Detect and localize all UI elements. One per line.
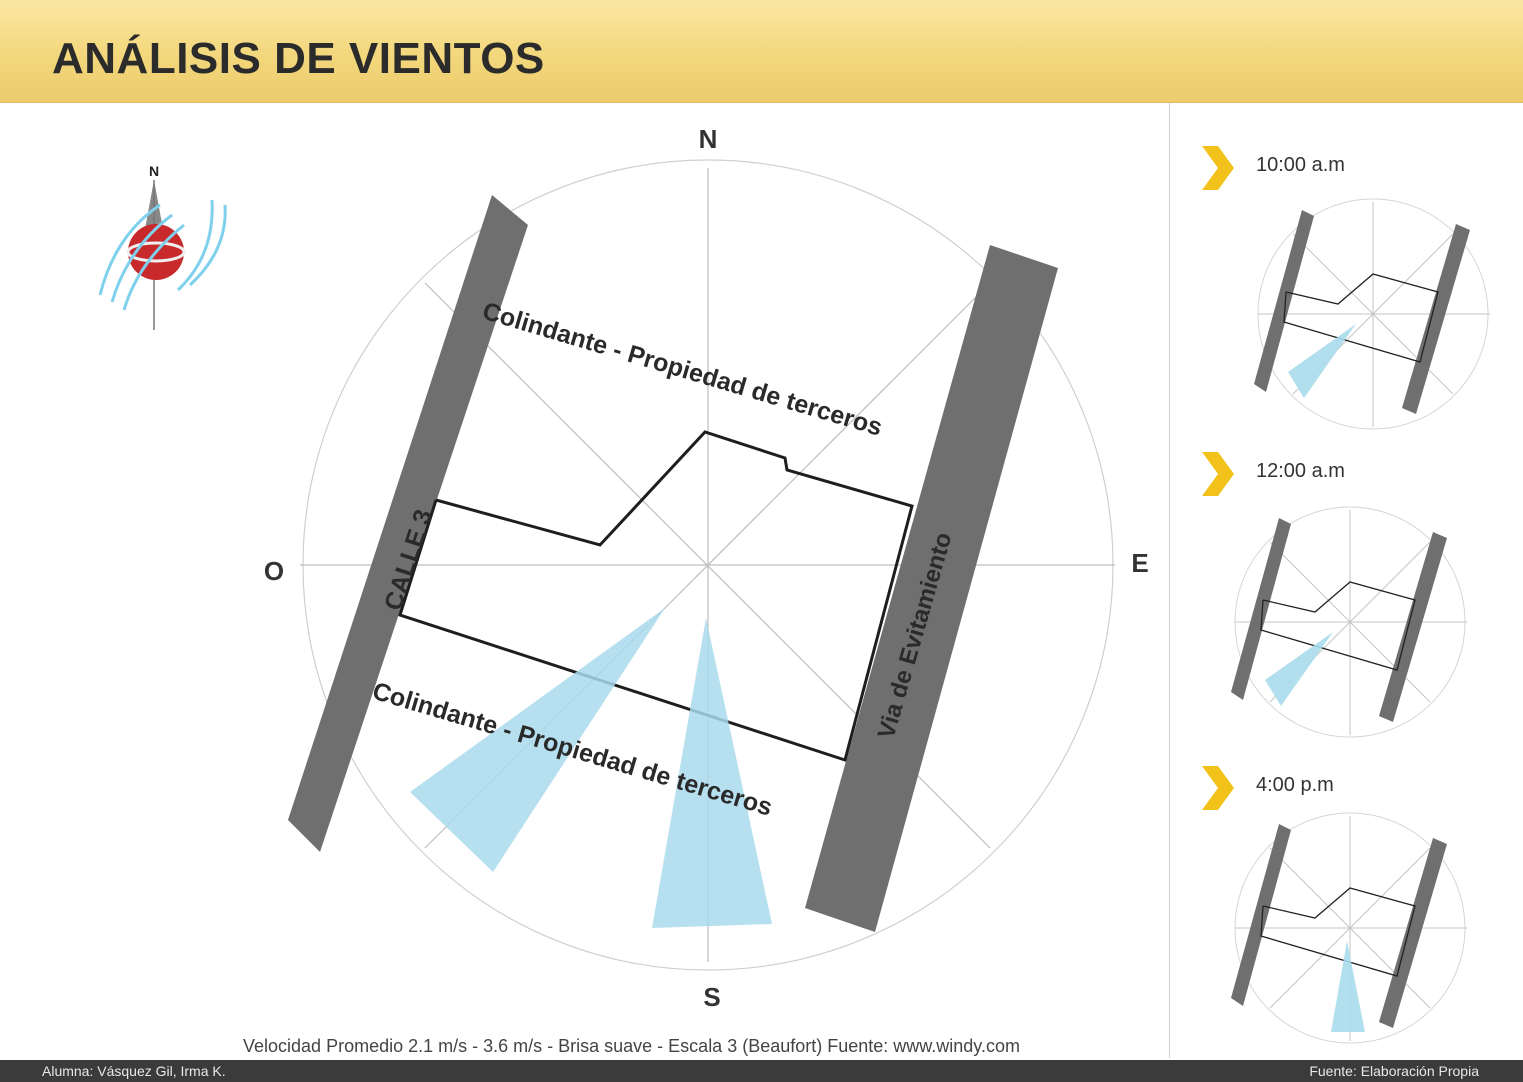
mini-diagram-1 <box>1254 198 1490 430</box>
chevron-icon <box>1202 146 1234 190</box>
compass-n-label: N <box>699 124 718 154</box>
wind-speed-note: Velocidad Promedio 2.1 m/s - 3.6 m/s - B… <box>243 1036 1020 1056</box>
mini-diagram-3 <box>1231 812 1467 1044</box>
panel-time-label-3: 4:00 p.m <box>1256 774 1334 796</box>
page-title: ANÁLISIS DE VIENTOS <box>52 34 545 83</box>
panel-divider <box>1169 103 1170 1058</box>
header-band: ANÁLISIS DE VIENTOS <box>0 0 1523 103</box>
footer-author: Alumna: Vásquez Gil, Irma K. <box>42 1063 226 1079</box>
neighbor-label-top: Colindante - Propiedad de terceros <box>479 297 885 442</box>
compass-o-label: O <box>264 556 284 586</box>
panel-time-label-1: 10:00 a.m <box>1256 154 1345 176</box>
chevron-icon <box>1202 452 1234 496</box>
wind-cone-southwest <box>410 608 665 872</box>
compass-e-label: E <box>1131 548 1148 578</box>
footer-bar: Alumna: Vásquez Gil, Irma K. Fuente: Ela… <box>0 1060 1523 1082</box>
wind-cone-south <box>652 618 772 928</box>
panel-time-label-2: 12:00 a.m <box>1256 460 1345 482</box>
footer-source: Fuente: Elaboración Propia <box>1309 1063 1479 1079</box>
north-wind-icon: N <box>98 163 227 330</box>
mini-diagram-2 <box>1231 506 1467 738</box>
chevron-icon <box>1202 766 1234 810</box>
street-calle-3 <box>288 195 528 852</box>
street-via-evitamiento <box>805 245 1058 932</box>
compass-s-label: S <box>703 982 720 1012</box>
property-outline <box>398 430 914 762</box>
icon-north-label: N <box>149 163 159 179</box>
